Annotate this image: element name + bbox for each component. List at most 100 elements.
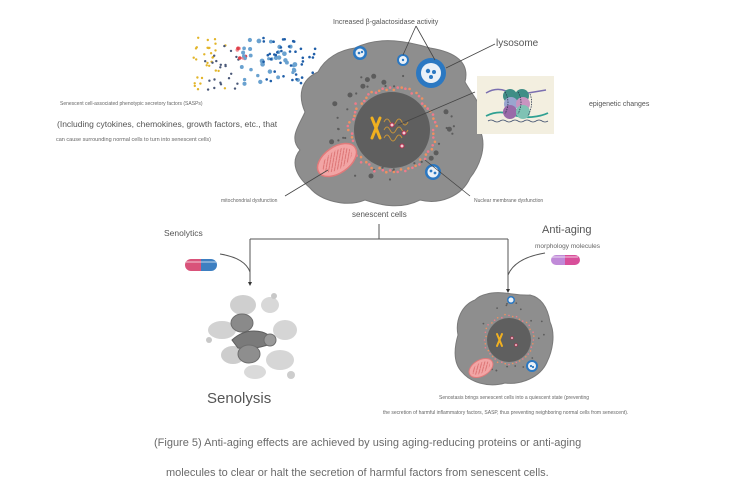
figure-caption-line1: (Figure 5) Anti-aging effects are achiev…	[154, 437, 582, 449]
particle	[273, 55, 279, 61]
senolysis-debris	[206, 293, 297, 379]
particle	[235, 55, 238, 59]
particle	[381, 168, 385, 172]
particle	[213, 78, 216, 81]
particle	[373, 170, 376, 173]
lysosome-icon	[425, 164, 441, 180]
particle	[388, 86, 392, 89]
particle	[525, 321, 528, 324]
arrowhead-icon	[248, 282, 252, 286]
particle	[515, 361, 518, 364]
particle	[272, 40, 275, 43]
particle	[347, 128, 350, 132]
particle	[353, 114, 356, 118]
particle	[294, 73, 298, 76]
particle	[359, 155, 363, 159]
particle	[533, 335, 535, 337]
particle	[281, 38, 285, 41]
particle	[294, 50, 297, 53]
particle	[515, 302, 518, 304]
particle	[208, 79, 211, 82]
particle	[337, 127, 340, 130]
particle	[432, 136, 435, 139]
particle	[529, 350, 532, 352]
particle	[511, 315, 514, 318]
senescent-cells-label: senescent cells	[352, 210, 407, 219]
particle	[300, 76, 304, 79]
morphology-molecules-label: morphology molecules	[535, 243, 601, 250]
particle	[370, 166, 373, 170]
sasp-title: Senescent cell-associated phenotypic sec…	[60, 101, 203, 107]
particle	[522, 366, 525, 368]
particle	[206, 61, 209, 65]
particle	[485, 327, 488, 330]
particle	[388, 169, 392, 172]
particle	[247, 37, 252, 43]
particle	[368, 163, 371, 166]
particle	[206, 88, 210, 91]
particle	[203, 53, 206, 56]
particle	[348, 121, 351, 124]
senescent-cell-main	[294, 40, 484, 207]
particle	[200, 76, 204, 80]
senostasis-description-line1: Senostasis brings senescent cells into a…	[439, 395, 590, 401]
particle	[446, 126, 452, 132]
particle	[195, 46, 198, 49]
particle	[521, 320, 524, 322]
particle	[354, 102, 357, 105]
particle	[205, 64, 208, 67]
particle	[291, 70, 295, 75]
particle	[351, 139, 355, 143]
particle	[236, 46, 240, 51]
particle	[291, 39, 295, 43]
senolysis-label: Senolysis	[207, 390, 272, 407]
particle	[360, 76, 363, 79]
particle	[404, 87, 407, 90]
particle	[365, 96, 368, 100]
particle	[344, 136, 347, 140]
particle	[530, 346, 533, 349]
nuclear-membrane-label: Nuclear membrane dysfunction	[474, 198, 544, 204]
particle	[363, 99, 366, 103]
anti-aging-title: Anti-aging	[542, 224, 592, 236]
particle	[527, 353, 529, 355]
particle	[229, 49, 233, 53]
particle	[360, 83, 366, 89]
branch-connector	[219, 224, 546, 290]
particle	[268, 52, 272, 56]
particle	[501, 316, 503, 319]
particle	[522, 358, 524, 360]
particle	[532, 339, 535, 341]
particle	[262, 40, 266, 43]
particle	[342, 136, 345, 139]
particle	[243, 56, 247, 60]
particle	[450, 115, 453, 118]
particle	[267, 69, 273, 74]
particle	[268, 39, 273, 44]
particle	[211, 61, 214, 64]
particle	[223, 44, 226, 48]
particle	[279, 46, 283, 49]
particle	[528, 324, 530, 327]
particle	[532, 343, 534, 345]
particle	[420, 102, 424, 105]
particle	[384, 84, 387, 88]
particle	[540, 320, 543, 323]
particle	[529, 328, 531, 331]
particle	[411, 166, 414, 170]
particle	[350, 132, 354, 135]
particle	[300, 63, 304, 66]
lysosome-icon	[353, 46, 367, 60]
particle	[511, 362, 514, 365]
particle	[365, 160, 368, 164]
particle	[396, 170, 400, 174]
particle	[418, 163, 421, 166]
particle	[312, 52, 316, 56]
particle	[493, 319, 496, 322]
particle	[433, 140, 437, 144]
particle	[392, 88, 396, 92]
particle	[370, 90, 373, 94]
particle	[204, 60, 207, 63]
particle	[248, 53, 253, 58]
particle	[284, 60, 289, 65]
